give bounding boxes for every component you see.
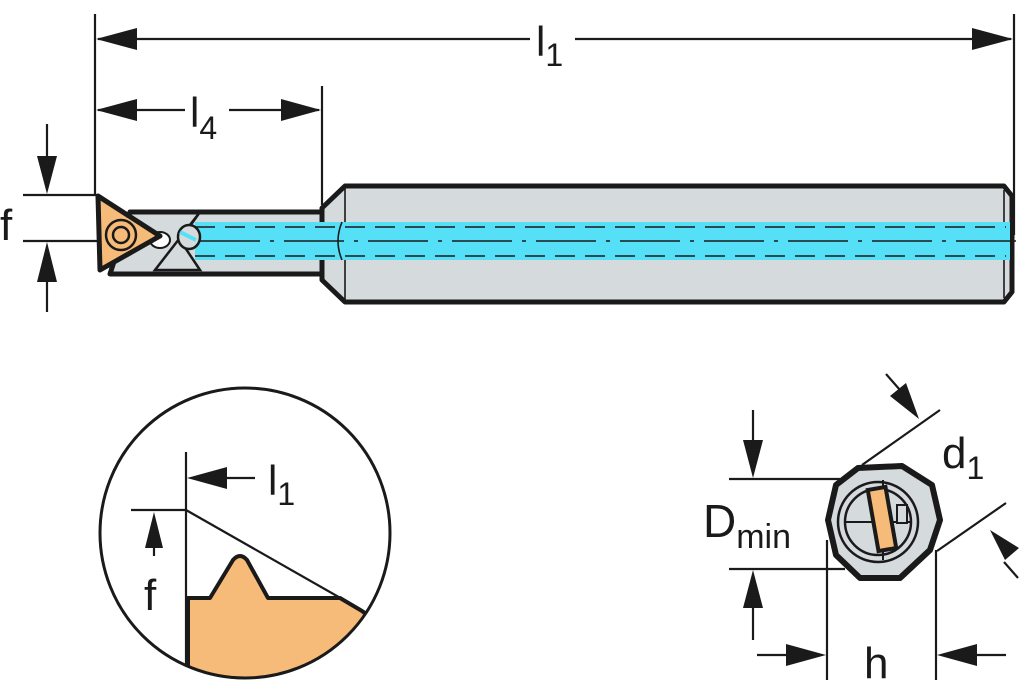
- dim-label-l4: l4: [190, 89, 217, 146]
- dimension-dmin: Dmin: [703, 410, 845, 640]
- arrowhead-down: [743, 440, 763, 478]
- end-insert: [865, 484, 899, 554]
- arrowhead-diag-in: [890, 383, 919, 419]
- end-screw: [896, 504, 908, 524]
- arrowhead-diag-out: [990, 530, 1019, 560]
- dimension-d1: d1: [861, 373, 1019, 579]
- arrowhead-left: [187, 467, 227, 489]
- insert-hole-inner: [111, 225, 131, 245]
- dimension-l1: l1: [96, 18, 1013, 73]
- arrowhead-up: [743, 570, 763, 608]
- detail-circle: [98, 386, 392, 680]
- dimension-f: f: [0, 124, 97, 312]
- detail-view: l1 f: [98, 386, 392, 680]
- arrowhead-up: [145, 512, 163, 548]
- detail-label-f: f: [144, 571, 157, 620]
- detail-flank-line: [185, 509, 366, 613]
- dim-label-f: f: [0, 201, 13, 250]
- side-view: l1 l4 f: [0, 14, 1022, 312]
- arrowhead-right: [972, 28, 1013, 50]
- detail-label-l1: l1: [268, 457, 295, 512]
- clamp-screw: [149, 223, 202, 251]
- triangular-insert: [95, 193, 163, 273]
- insert-hole-outer: [104, 218, 138, 252]
- arrowhead-up: [37, 242, 57, 282]
- arrowhead-left: [96, 28, 137, 50]
- arrowhead-right: [281, 99, 321, 121]
- end-view: Dmin d1 h: [703, 373, 1019, 688]
- arrowhead-right: [786, 644, 826, 666]
- arrowhead-down: [37, 156, 57, 194]
- thread-profile: [186, 554, 390, 678]
- dim-label-d1: d1: [942, 429, 984, 486]
- dim-label-l1: l1: [536, 18, 563, 73]
- dim-label-dmin: Dmin: [703, 495, 791, 556]
- dim-label-h: h: [864, 639, 888, 688]
- detail-dimension-f: f: [131, 508, 186, 620]
- bore-ring-outer: [836, 480, 920, 564]
- dimension-h: h: [757, 540, 1006, 688]
- dimension-l4: l4: [96, 89, 321, 146]
- arrowhead-left: [937, 644, 977, 666]
- arrowhead-left: [96, 99, 137, 121]
- detail-dimension-l1: l1: [187, 457, 295, 512]
- chamfer-arc: [337, 221, 343, 261]
